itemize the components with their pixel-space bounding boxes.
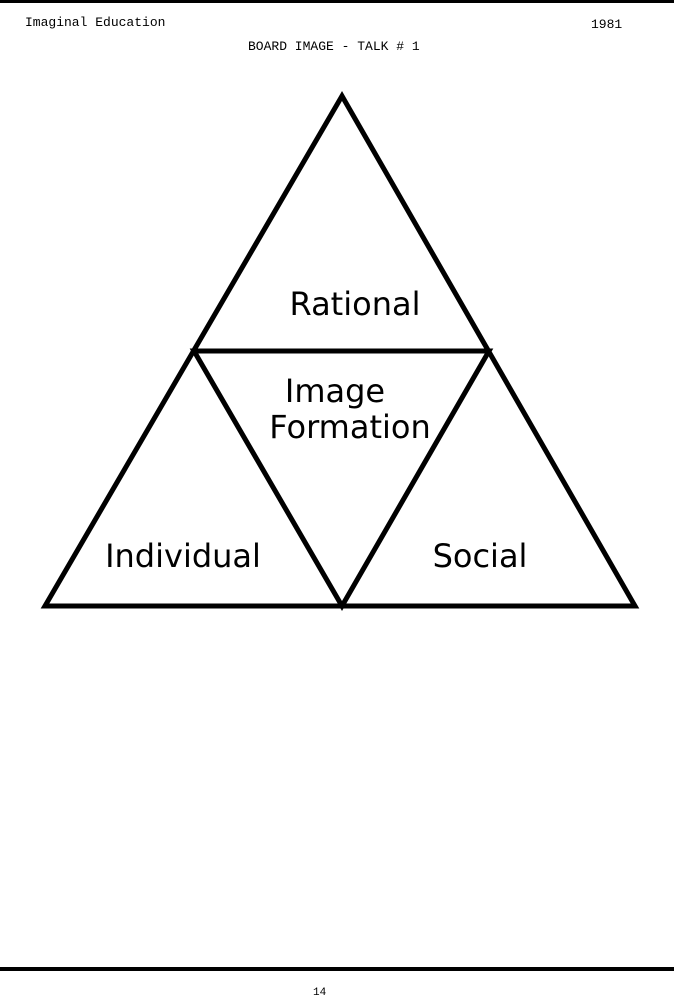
header-org: Imaginal Education — [25, 15, 166, 30]
label-rational: Rational — [290, 285, 421, 323]
label-social: Social — [433, 537, 528, 575]
label-formation: Formation — [269, 408, 431, 446]
header-year: 1981 — [591, 17, 623, 32]
header-title: BOARD IMAGE - TALK # 1 — [248, 39, 420, 54]
label-individual: Individual — [105, 537, 261, 575]
inner-triangle — [189, 348, 494, 611]
top-rule — [0, 0, 674, 3]
bottom-rule — [0, 967, 674, 971]
page-number: 14 — [313, 987, 327, 999]
label-image: Image — [285, 372, 385, 410]
